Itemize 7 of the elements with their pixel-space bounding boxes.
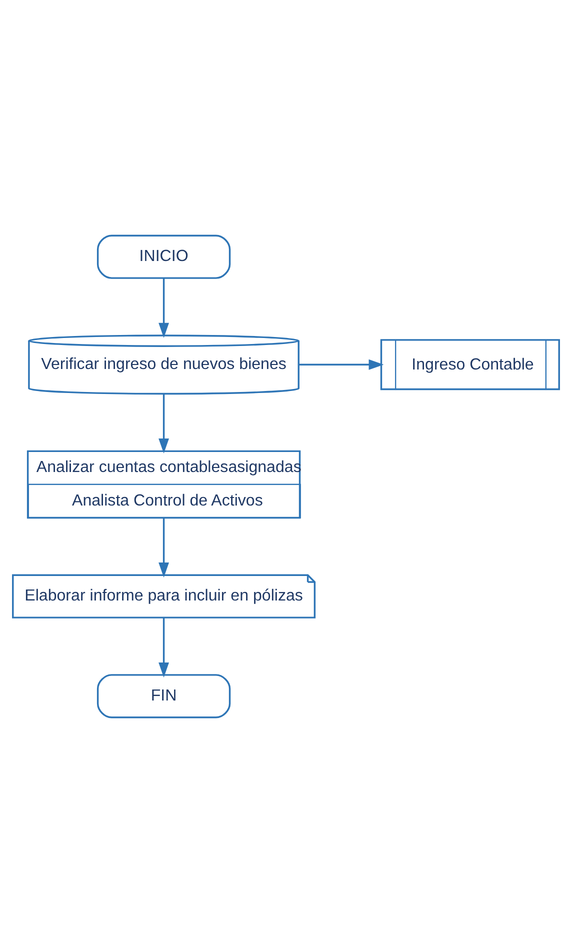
arrow	[158, 278, 170, 338]
arrow	[298, 358, 384, 370]
arrow	[158, 393, 170, 453]
arrow	[158, 617, 170, 677]
node-box: FIN	[96, 674, 231, 718]
arrow	[158, 517, 170, 577]
node-box: INICIO	[96, 234, 231, 278]
